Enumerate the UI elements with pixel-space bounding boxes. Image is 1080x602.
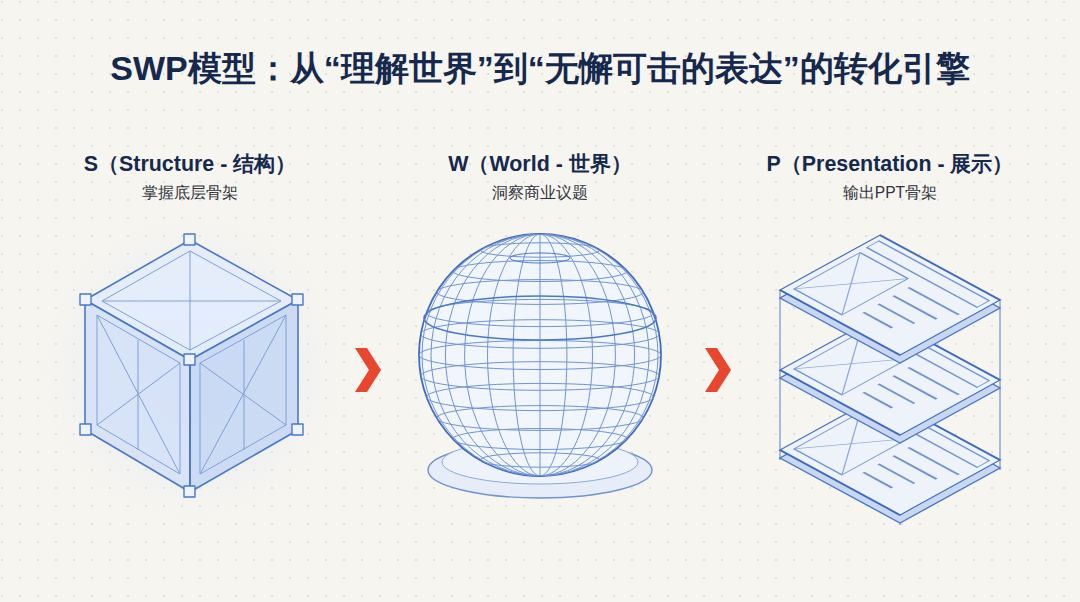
flow-chevron (340, 348, 390, 392)
stage-column: W（World - 世界） 洞察商业议题 (390, 150, 690, 510)
edge-span (690, 370, 740, 371)
stage-subtitle: 洞察商业议题 (390, 182, 690, 204)
flow-chevron (690, 348, 740, 392)
stage-subtitle: 输出PPT骨架 (740, 182, 1040, 204)
arrow-head (705, 348, 731, 392)
globe-figure (419, 230, 661, 498)
stage-subtitle: 掌握底层骨架 (40, 182, 340, 204)
edge-span (340, 370, 390, 371)
stage-heading: W（World - 世界） (390, 150, 690, 178)
arrow-head (355, 348, 381, 392)
stage-heading: S（Structure - 结构） (40, 150, 340, 178)
stage-column: P（Presentation - 展示） 输出PPT骨架 (740, 150, 1040, 510)
slide-stack-figure (780, 235, 1000, 525)
cube-figure (42, 218, 342, 518)
stage-column: S（Structure - 结构） 掌握底层骨架 (40, 150, 340, 510)
stage-heading: P（Presentation - 展示） (740, 150, 1040, 178)
page-title: SWP模型：从“理解世界”到“无懈可击的表达”的转化引擎 (0, 46, 1080, 92)
